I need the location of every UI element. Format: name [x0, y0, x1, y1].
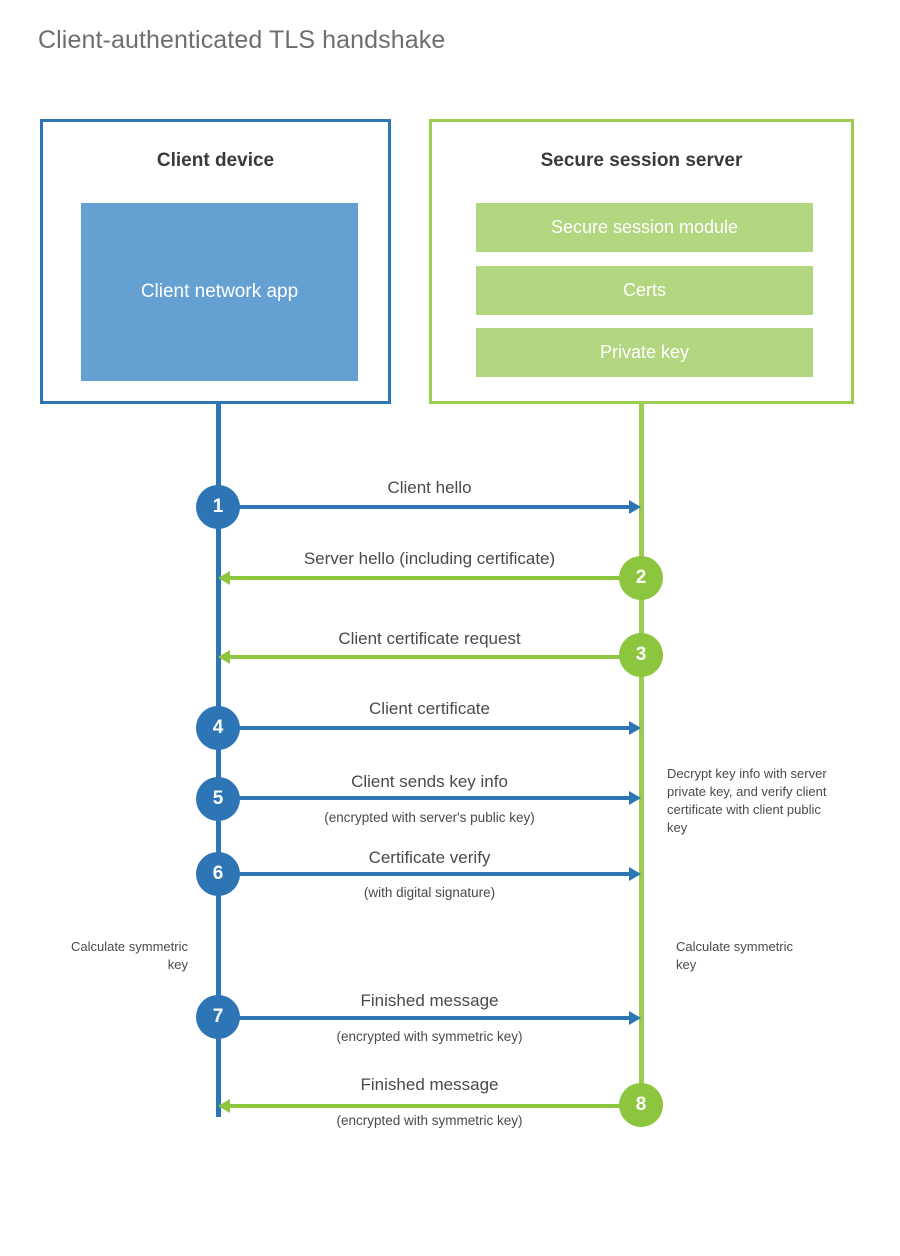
- arrow-head-left-icon: [218, 650, 230, 664]
- step-badge-5[interactable]: 5: [196, 777, 240, 821]
- server-component-private-key: Private key: [476, 328, 813, 377]
- message-arrow-6: [218, 872, 629, 876]
- server-decrypt-note: Decrypt key info with server private key…: [667, 766, 827, 835]
- arrow-head-right-icon: [629, 867, 641, 881]
- message-label-1: Client hello: [387, 478, 472, 497]
- server-component-secure-session-module: Secure session module: [476, 203, 813, 252]
- secure-session-server-heading: Secure session server: [540, 150, 743, 171]
- arrow-head-left-icon: [218, 571, 230, 585]
- message-arrow-3: [230, 655, 641, 659]
- message-label-4: Client certificate: [369, 699, 490, 718]
- message-arrow-1: [218, 505, 629, 509]
- message-label-7: Finished message: [360, 991, 499, 1010]
- message-sublabel-6: (with digital signature): [363, 885, 496, 900]
- arrow-head-right-icon: [629, 721, 641, 735]
- arrow-head-right-icon: [629, 1011, 641, 1025]
- step-badge-6[interactable]: 6: [196, 852, 240, 896]
- step-badge-3[interactable]: 3: [619, 633, 663, 677]
- step-badge-1[interactable]: 1: [196, 485, 240, 529]
- arrow-head-left-icon: [218, 1099, 230, 1113]
- client-network-app-block: Client network app: [81, 203, 358, 381]
- step-badge-7[interactable]: 7: [196, 995, 240, 1039]
- server-lifeline: [639, 404, 644, 1105]
- step-badge-2[interactable]: 2: [619, 556, 663, 600]
- message-label-6: Certificate verify: [368, 848, 491, 867]
- message-label-5: Client sends key info: [351, 772, 508, 791]
- client-lifeline: [216, 404, 221, 1117]
- secure-session-server-box: Secure session server Secure session mod…: [429, 119, 854, 404]
- client-device-heading: Client device: [156, 150, 275, 171]
- message-arrow-5: [218, 796, 629, 800]
- step-badge-8[interactable]: 8: [619, 1083, 663, 1127]
- client-calculate-symmetric-key-note: Calculate symmetric key: [70, 939, 188, 972]
- message-arrow-8: [230, 1104, 641, 1108]
- message-sublabel-5: (encrypted with server's public key): [324, 810, 535, 825]
- message-sublabel-8: (encrypted with symmetric key): [336, 1113, 523, 1128]
- server-calculate-symmetric-key-note: Calculate symmetric key: [676, 939, 794, 972]
- page-title: Client-authenticated TLS handshake: [38, 26, 446, 54]
- message-label-8: Finished message: [360, 1075, 499, 1094]
- client-device-box: Client device Client network app: [40, 119, 391, 404]
- step-badge-4[interactable]: 4: [196, 706, 240, 750]
- server-component-certs: Certs: [476, 266, 813, 315]
- message-arrow-7: [218, 1016, 629, 1020]
- message-sublabel-7: (encrypted with symmetric key): [336, 1029, 523, 1044]
- arrow-head-right-icon: [629, 500, 641, 514]
- message-label-2: Server hello (including certificate): [303, 549, 556, 568]
- message-arrow-2: [230, 576, 641, 580]
- message-arrow-4: [218, 726, 629, 730]
- arrow-head-right-icon: [629, 791, 641, 805]
- message-label-3: Client certificate request: [338, 629, 521, 648]
